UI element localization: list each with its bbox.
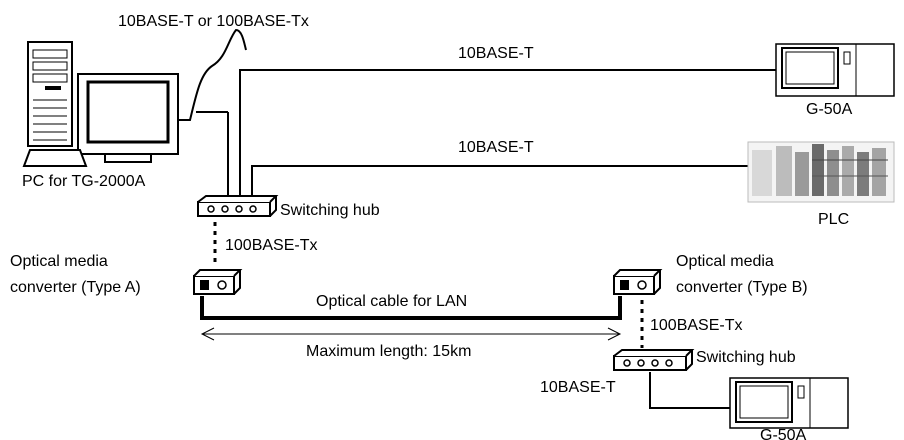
pc-icon — [24, 42, 178, 166]
g50a-bottom-label: G-50A — [760, 427, 807, 440]
switching-hub-bottom-icon — [614, 350, 692, 370]
g50a-top-label: G-50A — [806, 101, 853, 118]
hub-top-label: Switching hub — [280, 202, 380, 219]
link-plc — [252, 166, 748, 200]
link-hub-g50a-bottom-label: 10BASE-T — [540, 379, 616, 396]
pc-cable — [178, 30, 246, 120]
media-b-label-line1: Optical media — [676, 253, 774, 270]
link-hub-media-a-label: 100BASE-Tx — [225, 237, 317, 254]
max-length-dimension — [202, 328, 620, 340]
g50a-controller-bottom-icon — [730, 378, 848, 428]
media-converter-b-icon — [614, 270, 660, 294]
optical-cable-label: Optical cable for LAN — [316, 293, 467, 310]
link-media-b-hub-label: 100BASE-Tx — [650, 317, 742, 334]
media-a-label-line1: Optical media — [10, 253, 108, 270]
max-length-label: Maximum length: 15km — [306, 343, 471, 360]
g50a-controller-icon — [776, 44, 894, 96]
link-hub-g50a-bottom — [650, 372, 730, 408]
link-g50a-top-label: 10BASE-T — [458, 45, 534, 62]
plc-label: PLC — [818, 211, 849, 228]
link-plc-label: 10BASE-T — [458, 139, 534, 156]
plc-icon — [748, 142, 894, 202]
switching-hub-icon — [198, 196, 276, 216]
pc-cable-label: 10BASE-T or 100BASE-Tx — [118, 13, 309, 30]
media-converter-a-icon — [194, 270, 240, 294]
link-g50a-top — [240, 70, 776, 200]
pc-label: PC for TG-2000A — [22, 173, 146, 190]
media-b-label-line2: converter (Type B) — [676, 279, 808, 296]
hub-bottom-label: Switching hub — [696, 349, 796, 366]
media-a-label-line2: converter (Type A) — [10, 279, 141, 296]
